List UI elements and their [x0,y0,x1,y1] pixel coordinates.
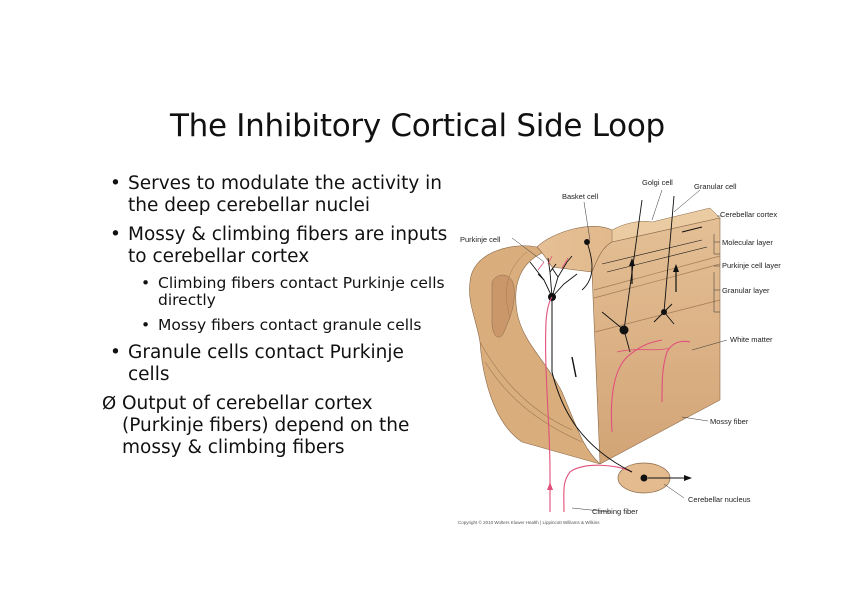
purkinje-axon [551,371,633,473]
bullet-text: Output of cerebellar cortex (Purkinje fi… [122,393,410,458]
climbing-fiber-path [563,464,633,513]
bullet-item: • Granule cells contact Purkinje cells [110,342,450,386]
mossy-fiber-path [610,339,663,433]
sub-bullet-item: • Climbing fibers contact Purkinje cells… [110,275,450,309]
climbing-fiber-path [545,296,553,512]
label-leaders [511,189,728,513]
arrow-head [629,258,635,266]
label-mossy-fiber: Mossy fiber [710,417,749,426]
label-cerebellar-nucleus: Cerebellar nucleus [688,495,751,504]
label-granular-layer: Granular layer [722,286,770,295]
label-basket-cell: Basket cell [562,192,599,201]
bullet-item: • Serves to modulate the activity in the… [110,173,450,217]
label-golgi-cell: Golgi cell [642,178,673,187]
slide-title: The Inhibitory Cortical Side Loop [170,108,665,144]
sub-bullet-item: • Mossy fibers contact granule cells [110,317,450,334]
bullet-item: • Mossy & climbing fibers are inputs to … [110,224,450,268]
bullet-text: Granule cells contact Purkinje cells [128,342,404,385]
golgi-soma [619,325,629,335]
nucleus-neuron [640,474,648,482]
bullet-list: • Serves to modulate the activity in the… [102,173,450,459]
mossy-fiber-path [616,347,671,353]
bullet-text: Mossy & climbing fibers are inputs to ce… [128,224,448,267]
arrow-bullet-marker: Ø [102,393,117,414]
bullet-text: Climbing fibers contact Purkinje cells d… [158,274,445,309]
label-climbing-fiber: Climbing fiber [592,507,638,516]
label-cerebellar-cortex: Cerebellar cortex [720,210,777,219]
cortex-block-top [611,207,721,243]
bullet-text: Serves to modulate the activity in the d… [128,173,443,216]
basket-cell [581,239,593,291]
granular-layer-line [594,299,721,333]
folium-stripe [506,251,528,318]
molecular-layer-line [593,255,721,291]
bullet-marker: • [141,274,151,292]
bullet-marker: • [110,173,121,194]
climbing-fiber-arrow [547,482,553,490]
label-granular-cell: Granular cell [694,182,737,191]
folium-stripe [479,341,573,431]
bullet-marker: • [110,342,121,363]
folium-sulcus [491,274,515,338]
label-purkinje-cell: Purkinje cell [460,235,501,244]
bullet-marker: • [141,316,151,334]
folium-stripe [484,361,583,443]
cerebellar-cortex-diagram: Golgi cell Granular cell Basket cell Cer… [452,172,792,534]
diagram-svg: Golgi cell Granular cell Basket cell Cer… [458,178,781,525]
arrow [681,226,703,233]
parallel-fiber [606,246,708,273]
purkinje-dendrite-pink [537,255,569,271]
mossy-fiber-path [661,340,691,403]
diagram-copyright: Copyright © 2010 Wolters Kluwer Health |… [458,519,600,525]
bullet-text: Mossy fibers contact granule cells [158,316,422,334]
arrow [571,356,577,378]
label-molecular-layer: Molecular layer [722,238,773,247]
arrow-bullet-item: Ø Output of cerebellar cortex (Purkinje … [102,393,450,459]
arrow-head [673,264,679,272]
label-white-matter: White matter [730,335,773,344]
nucleus-output-arrow [684,475,692,481]
label-purkinje-cell-layer: Purkinje cell layer [722,261,781,270]
granule-soma [661,309,667,315]
parallel-fiber [601,239,703,265]
purkinje-layer-line [593,263,721,299]
bullet-marker: • [110,224,121,245]
